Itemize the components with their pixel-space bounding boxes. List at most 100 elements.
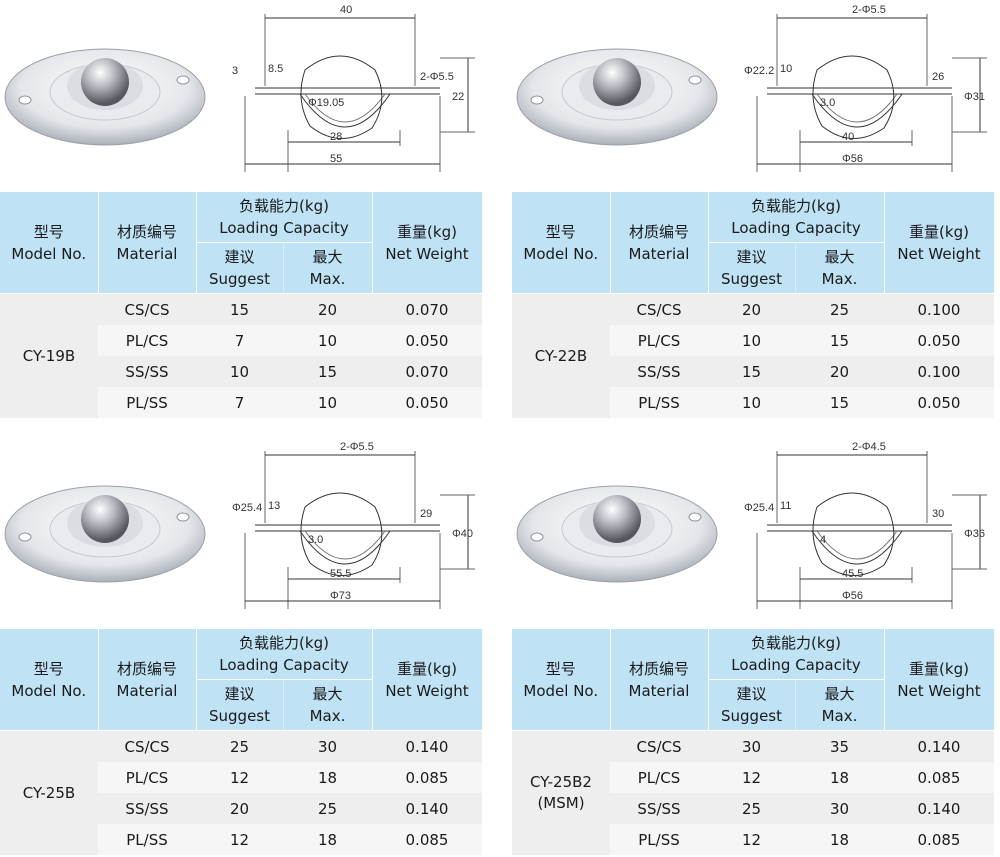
dim-label-3: 8.5 (268, 63, 283, 75)
header-suggest: 建议 Suggest (708, 679, 796, 731)
header-suggest-en: Suggest (721, 270, 782, 288)
dimension-labels: 2-Φ5.5 Φ25.4 13 3.0 29 Φ40 55.5 Φ73 (232, 441, 473, 602)
material-cell: PL/CS (98, 325, 196, 356)
dim-label-4: 3.0 (820, 97, 835, 109)
material-cell: PL/SS (610, 824, 708, 855)
spec-table: 型号 Model No. 材质编号 Material 负载能力(kg) Load… (0, 629, 483, 855)
dimension-labels: 40 3 8.5 Φ19.05 2-Φ5.5 22 28 55 (232, 4, 464, 165)
header-max-cn: 最大 (824, 685, 855, 703)
max-cell: 10 (283, 387, 372, 418)
material-cell: PL/SS (610, 387, 708, 418)
header-material: 材质编号 Material (610, 192, 709, 294)
header-net-weight: 重量(kg) Net Weight (884, 629, 995, 731)
header-model-en: Model No. (11, 681, 87, 700)
header-net-weight: 重量(kg) Net Weight (884, 192, 995, 294)
product-block-cy25b2: 2-Φ4.5 Φ25.4 11 4 30 Φ36 45.5 Φ56 型号 Mod… (512, 437, 1000, 857)
weight-cell: 0.085 (884, 762, 994, 793)
header-load-cn: 负载能力(kg) (751, 197, 841, 215)
material-cell: PL/SS (98, 824, 196, 855)
model-cell: CY-19B (0, 293, 98, 418)
material-cell: PL/CS (98, 762, 196, 793)
weight-cell: 0.085 (372, 762, 482, 793)
header-model: 型号 Model No. (512, 629, 611, 731)
header-loading-capacity: 负载能力(kg) Loading Capacity (196, 192, 373, 243)
header-max: 最大 Max. (283, 679, 373, 731)
dim-label-8: 55 (330, 153, 342, 165)
header-model: 型号 Model No. (0, 629, 99, 731)
material-cell: CS/CS (98, 730, 196, 762)
product-photo (4, 48, 206, 146)
weight-cell: 0.050 (884, 387, 994, 418)
header-material-en: Material (116, 244, 178, 263)
header-material-en: Material (628, 244, 690, 263)
header-model-en: Model No. (523, 244, 599, 263)
dim-label-7: 40 (842, 131, 854, 143)
max-cell: 18 (283, 762, 372, 793)
header-load-cn: 负载能力(kg) (751, 634, 841, 652)
header-net-weight: 重量(kg) Net Weight (372, 192, 483, 294)
product-photo (516, 485, 718, 583)
weight-cell: 0.085 (884, 824, 994, 855)
dim-label-5: 26 (932, 71, 944, 83)
dim-label-3: 10 (780, 63, 792, 75)
header-loading-capacity: 负载能力(kg) Loading Capacity (196, 629, 373, 680)
dim-label-6: Φ40 (452, 528, 473, 540)
header-suggest-cn: 建议 (224, 248, 255, 266)
dim-label-7: 28 (330, 131, 342, 143)
dim-label-6: Φ31 (964, 91, 985, 103)
material-cell: PL/CS (610, 762, 708, 793)
product-drawing: 2-Φ5.5 Φ22.2 10 3.0 26 Φ31 40 Φ56 (512, 0, 1000, 185)
suggest-cell: 15 (196, 293, 283, 325)
header-model: 型号 Model No. (0, 192, 99, 294)
weight-cell: 0.070 (372, 293, 482, 325)
max-cell: 18 (283, 824, 372, 855)
header-weight-cn: 重量(kg) (909, 659, 969, 678)
weight-cell: 0.050 (884, 325, 994, 356)
dim-label-6: 22 (452, 91, 464, 103)
header-material: 材质编号 Material (98, 192, 197, 294)
header-weight-en: Net Weight (897, 681, 981, 700)
header-weight-cn: 重量(kg) (397, 222, 457, 241)
header-max-cn: 最大 (824, 248, 855, 266)
header-loading-capacity: 负载能力(kg) Loading Capacity (708, 192, 885, 243)
dimension-labels: 2-Φ4.5 Φ25.4 11 4 30 Φ36 45.5 Φ56 (744, 441, 985, 602)
dim-label-8: Φ56 (842, 590, 863, 602)
suggest-cell: 7 (196, 325, 283, 356)
header-loading-capacity: 负载能力(kg) Loading Capacity (708, 629, 885, 680)
header-material-cn: 材质编号 (116, 659, 177, 678)
dim-label-1: 2-Φ5.5 (852, 4, 886, 16)
header-max-en: Max. (821, 707, 858, 725)
header-max: 最大 Max. (795, 679, 885, 731)
header-model: 型号 Model No. (512, 192, 611, 294)
dim-label-1: 40 (340, 4, 352, 16)
dimension-drawing (244, 451, 475, 609)
header-suggest-cn: 建议 (736, 685, 767, 703)
dim-label-3: 13 (268, 500, 280, 512)
header-material-en: Material (628, 681, 690, 700)
spec-table: 型号 Model No. 材质编号 Material 负载能力(kg) Load… (512, 629, 995, 855)
suggest-cell: 10 (708, 325, 795, 356)
header-max: 最大 Max. (795, 242, 885, 294)
material-cell: PL/SS (98, 387, 196, 418)
dim-label-7: 55.5 (330, 568, 351, 580)
dim-label-2: Φ25.4 (232, 502, 262, 514)
weight-cell: 0.140 (884, 793, 994, 824)
material-cell: CS/CS (610, 730, 708, 762)
dim-label-5: 2-Φ5.5 (420, 71, 454, 83)
model-name: CY-19B (22, 346, 76, 365)
suggest-cell: 20 (708, 293, 795, 325)
weight-cell: 0.100 (884, 293, 994, 325)
header-material: 材质编号 Material (610, 629, 709, 731)
weight-cell: 0.050 (372, 325, 482, 356)
product-drawing: 2-Φ5.5 Φ25.4 13 3.0 29 Φ40 55.5 Φ73 (0, 437, 490, 622)
header-max-en: Max. (309, 707, 346, 725)
max-cell: 20 (795, 356, 884, 387)
header-max: 最大 Max. (283, 242, 373, 294)
spec-table: 型号 Model No. 材质编号 Material 负载能力(kg) Load… (0, 192, 483, 418)
header-load-cn: 负载能力(kg) (239, 197, 329, 215)
header-model-cn: 型号 (33, 659, 64, 678)
header-suggest: 建议 Suggest (196, 242, 284, 294)
suggest-cell: 10 (708, 387, 795, 418)
header-max-en: Max. (309, 270, 346, 288)
dim-label-2: Φ25.4 (744, 502, 774, 514)
